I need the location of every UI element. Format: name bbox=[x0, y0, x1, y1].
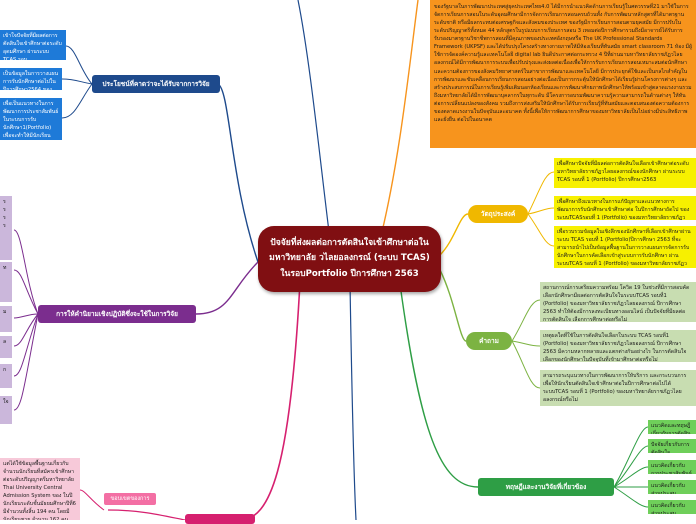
connector-pink-sub bbox=[107, 509, 186, 520]
connector-root-problem bbox=[439, 269, 467, 342]
connector-theory-leaf-2 bbox=[613, 445, 649, 488]
connector-strategy-leaf-6 bbox=[13, 313, 39, 411]
connector-root-theory bbox=[399, 283, 479, 488]
connector-root-pink bbox=[239, 281, 301, 520]
root-topic[interactable]: ปัจจัยที่ส่งผลต่อการตัดสินใจเข้าศึกษาต่อ… bbox=[258, 226, 441, 292]
objectives-leaf-1[interactable]: เพื่อศึกษาปัจจัยที่มีผลต่อการตัดสินใจเลื… bbox=[554, 158, 696, 188]
literature-leaf[interactable]: ของรัฐบาลในการพัฒนาประเทศสู่ยุคประเทศไทย… bbox=[430, 0, 696, 148]
benefits-leaf-2[interactable]: เป็นข้อมูลในการวางแผนการรับนักศึกษาต่อไป… bbox=[0, 68, 62, 90]
objectives-topic[interactable]: วัตถุประสงค์ bbox=[468, 205, 528, 223]
pink-topic[interactable] bbox=[185, 514, 255, 524]
connector-strategy-leaf-1 bbox=[13, 229, 39, 315]
problem-leaf-1[interactable]: สถานการณ์การเตรียมความพร้อม โควิด 19 ในช… bbox=[540, 282, 696, 322]
connector-root-bottom-blue bbox=[349, 283, 357, 520]
strategy-leaf-4[interactable]: ล bbox=[0, 336, 12, 358]
benefits-topic[interactable]: ประโยชน์ที่คาดว่าจะได้รับจากการวิจัย bbox=[92, 75, 220, 93]
theory-leaf-5[interactable]: แนวคิดเกี่ยวกับส่วนประสม bbox=[648, 500, 696, 514]
connector-benefits-leaf-3 bbox=[61, 83, 93, 119]
objectives-leaf-3[interactable]: เพื่อรวบรวมข้อมูลในเชิงลึกของนักศึกษาที่… bbox=[554, 226, 696, 268]
connector-root-benefits bbox=[217, 83, 259, 263]
theory-leaf-3[interactable]: แนวคิดเกี่ยวกับการประชาสัมพันธ์ bbox=[648, 460, 696, 474]
connector-objectives-leaf-2 bbox=[527, 207, 555, 215]
connector-problem-leaf-3 bbox=[511, 340, 541, 389]
theory-leaf-1[interactable]: แนวคิดและทฤษฎีเกี่ยวกับการตัดสินใจ bbox=[648, 420, 696, 434]
strategy-topic[interactable]: การให้คำนิยามเชิงปฏิบัติซึ่งจะใช้ในการวิ… bbox=[38, 305, 196, 323]
connector-theory-leaf-3 bbox=[613, 466, 649, 488]
connector-strategy-leaf-2 bbox=[13, 269, 39, 315]
problem-leaf-3[interactable]: สามารถระบุแนวทางในการพัฒนาการให้บริการ แ… bbox=[540, 370, 696, 406]
connector-benefits-leaf-2 bbox=[61, 78, 93, 85]
connector-root-objectives bbox=[439, 213, 469, 256]
strategy-leaf-1[interactable]: ร ร ร ร bbox=[0, 196, 12, 260]
strategy-leaf-6[interactable]: ใจ bbox=[0, 396, 12, 424]
connector-strategy-leaf-5 bbox=[13, 313, 39, 377]
connector-objectives-leaf-1 bbox=[527, 171, 555, 215]
connector-root-top-blue bbox=[297, 0, 331, 241]
benefits-leaf-1[interactable]: เข้าใจปัจจัยที่มีผลต่อการตัดสินใจเข้าศึก… bbox=[0, 30, 66, 60]
problem-leaf-2[interactable]: เหตุผลใดที่ใช้ในการตัดสินใจเลือกในระบบ T… bbox=[540, 330, 696, 362]
strategy-leaf-5[interactable]: ก bbox=[0, 364, 12, 388]
connector-root-strategy bbox=[195, 261, 259, 315]
theory-leaf-2[interactable]: ปัจจัยเกี่ยวกับการตัดสินใจ bbox=[648, 439, 696, 453]
connector-strategy-leaf-3 bbox=[13, 313, 39, 319]
connector-root-literature bbox=[379, 0, 419, 241]
objectives-leaf-2[interactable]: เพื่อศึกษาถึงแนวทางในการแก้ปัญหาและแนวทา… bbox=[554, 196, 696, 220]
connector-benefits-leaf-1 bbox=[65, 45, 93, 85]
connector-strategy-leaf-4 bbox=[13, 313, 39, 347]
pink-leaf[interactable]: แต่ได้ใช้ข้อมูลพื้นฐานเกี่ยวกับ จำนวนนัก… bbox=[0, 458, 80, 520]
theory-topic[interactable]: ทฤษฎีและงานวิจัยที่เกี่ยวข้อง bbox=[478, 478, 614, 496]
theory-leaf-4[interactable]: แนวคิดเกี่ยวกับส่วนประสมทางการตลาด bbox=[648, 480, 696, 494]
connector-theory-leaf-1 bbox=[613, 426, 649, 488]
problem-topic[interactable]: คำถาม bbox=[466, 332, 512, 350]
connector-problem-leaf-1 bbox=[511, 299, 541, 342]
connector-theory-leaf-5 bbox=[613, 486, 649, 508]
connector-problem-leaf-2 bbox=[511, 340, 541, 347]
pink-sub-topic[interactable]: ขอบเขตของการ bbox=[104, 493, 156, 505]
strategy-leaf-3[interactable]: ม bbox=[0, 306, 12, 332]
strategy-leaf-2[interactable]: ท bbox=[0, 262, 12, 302]
connector-pink-leaf bbox=[79, 489, 105, 511]
benefits-leaf-3[interactable]: เพื่อเป็นแนวทางในการพัฒนาการประชาสัมพันธ… bbox=[0, 98, 62, 140]
connector-objectives-leaf-3 bbox=[527, 213, 555, 247]
